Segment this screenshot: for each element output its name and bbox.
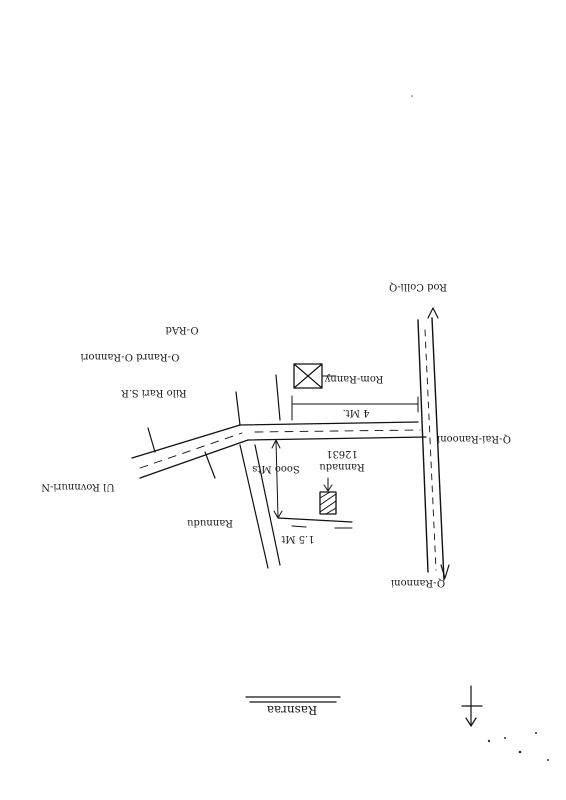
diagonal-road-left <box>131 424 249 479</box>
horizontal-road <box>239 421 427 441</box>
label-top-left-3: Rilo Rari S.R <box>121 387 187 398</box>
label-survey-no: 12631 <box>326 448 358 459</box>
main-road-vertical <box>417 317 445 581</box>
dimension-mid <box>271 439 283 519</box>
signature-underline <box>245 696 341 703</box>
dimension-top <box>291 395 419 421</box>
south-arrow-bottom <box>440 564 450 579</box>
north-arrow-top <box>427 307 439 319</box>
lane-vertical <box>235 374 281 569</box>
label-survey-no-label: Rannadu <box>319 461 365 472</box>
north-symbol <box>461 685 483 727</box>
crossed-box <box>293 363 337 389</box>
label-bottom-left: Rannudu <box>187 517 233 528</box>
label-dist-mid: Sooo Mts <box>252 463 299 474</box>
scan-speckles <box>411 95 549 761</box>
label-dist-top: 4 Mt. <box>343 407 370 418</box>
label-bottom-right-road: Q-Rannoni <box>391 577 445 588</box>
lane-bottom <box>277 517 353 529</box>
label-top-right-road: Rod Colli-Q <box>389 281 447 292</box>
label-mid-right-road: Q-Rai-Ranooni <box>437 433 511 444</box>
label-dist-bottom: 1.5 Mt <box>281 533 314 544</box>
label-square-box: Rom-Ranny <box>324 373 383 384</box>
label-left-road: Ul Rovnnuri-N <box>41 481 115 492</box>
label-top-left-1: O-RAd <box>165 324 199 335</box>
label-signature: Rasnraa <box>267 703 317 717</box>
plot-hatched <box>319 477 337 515</box>
label-top-left-2: O-Ranrd O-Rannori <box>80 351 179 362</box>
